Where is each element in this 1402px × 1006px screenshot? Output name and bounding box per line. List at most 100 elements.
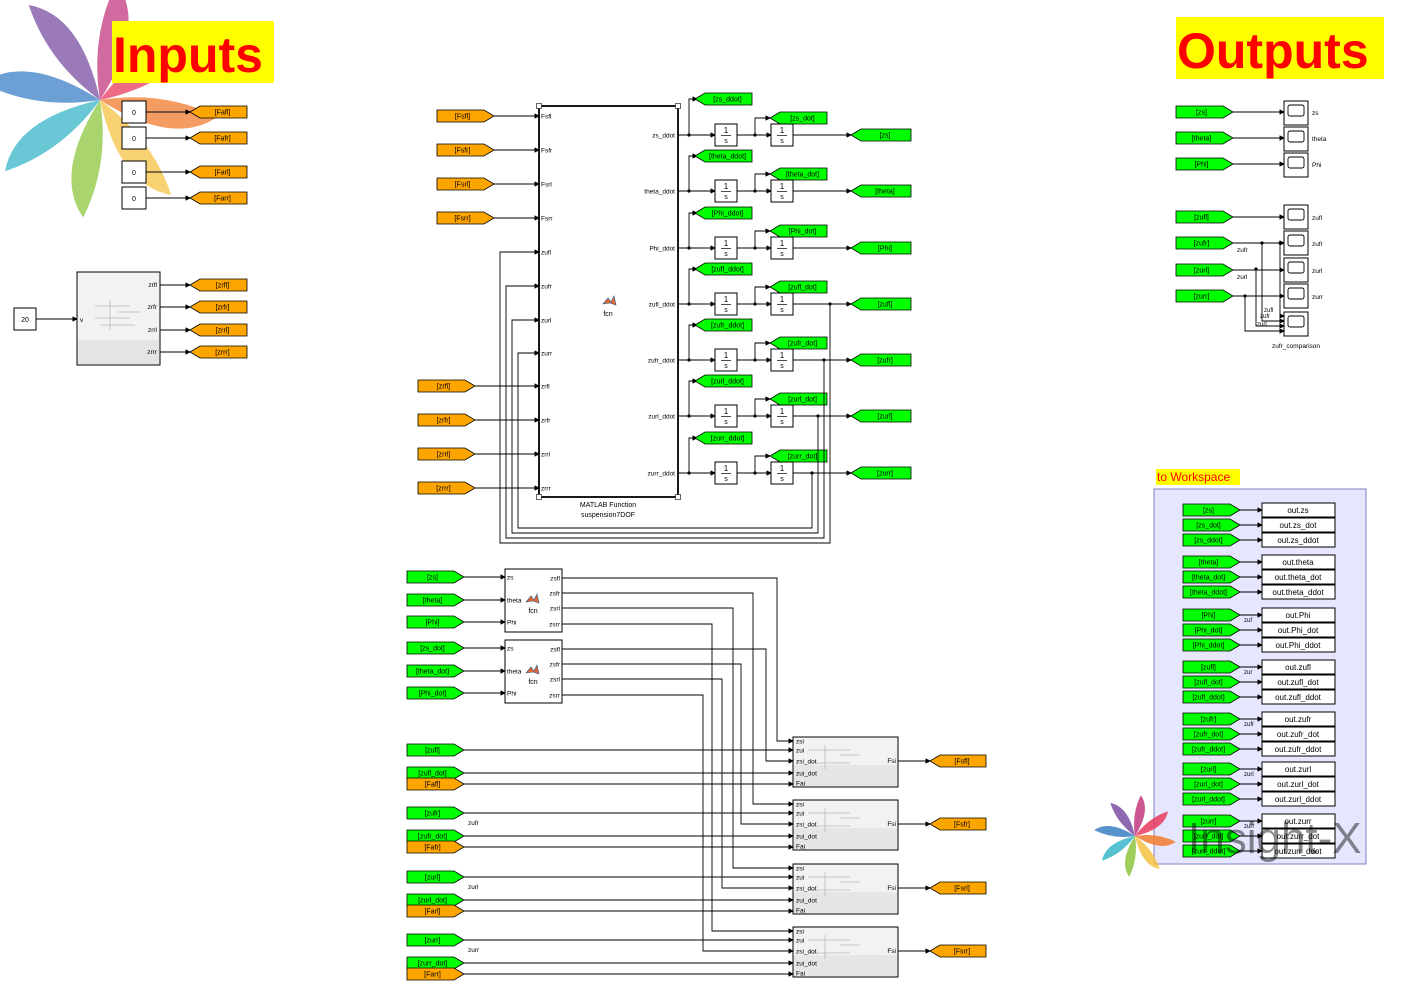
to-workspace-block[interactable] bbox=[1261, 791, 1336, 807]
from-tag-zu-3[interactable]: [zurr] bbox=[406, 933, 465, 947]
from-tag-zr-0[interactable]: [zrfl] bbox=[417, 379, 476, 393]
corner-velocity-fcn-from-1[interactable]: [theta_dot] bbox=[406, 664, 465, 678]
ws-from-5-1[interactable]: [zurl_dot] bbox=[1182, 777, 1241, 791]
scope-from-1[interactable]: [theta] bbox=[1175, 131, 1234, 145]
from-tag-zudot-0[interactable]: [zufl_dot] bbox=[406, 766, 465, 780]
from-tag-zr-1[interactable]: [zrfr] bbox=[417, 413, 476, 427]
to-workspace-block[interactable] bbox=[1261, 813, 1336, 829]
ws-from-3-0[interactable]: [zufl] bbox=[1182, 660, 1241, 674]
to-workspace-block[interactable] bbox=[1261, 726, 1336, 742]
scope-theta[interactable] bbox=[1283, 126, 1309, 152]
scope-from-0[interactable]: [zs] bbox=[1175, 105, 1234, 119]
goto-tag-pos-6[interactable]: [zurr] bbox=[850, 466, 912, 480]
goto-tag-ddot-1[interactable]: [theta_ddot] bbox=[694, 149, 753, 163]
goto-tag-dot-4[interactable]: [zufr_dot] bbox=[769, 336, 828, 350]
ws-from-2-2[interactable]: [Phi_ddot] bbox=[1182, 638, 1241, 652]
integrator-2-0[interactable]: 1s bbox=[770, 123, 794, 147]
goto-tag-ddot-3[interactable]: [zufl_ddot] bbox=[694, 262, 753, 276]
from-tag-fa-1[interactable]: [Fafr] bbox=[406, 840, 465, 854]
goto-tag-dot-3[interactable]: [zufl_dot] bbox=[769, 280, 828, 294]
to-workspace-block[interactable] bbox=[1261, 502, 1336, 518]
scope-zurl[interactable] bbox=[1283, 257, 1309, 283]
from-tag-zudot-1[interactable]: [zufr_dot] bbox=[406, 829, 465, 843]
goto-tag-fa-3[interactable]: [Farr] bbox=[189, 191, 248, 205]
to-workspace-block[interactable] bbox=[1261, 607, 1336, 623]
goto-tag-fa-0[interactable]: [Fafl] bbox=[189, 105, 248, 119]
scope-zufr-comparison[interactable] bbox=[1283, 311, 1309, 337]
goto-tag-pos-1[interactable]: [theta] bbox=[850, 184, 912, 198]
ws-from-1-2[interactable]: [theta_ddot] bbox=[1182, 585, 1241, 599]
from-tag-zudot-3[interactable]: [zurr_dot] bbox=[406, 956, 465, 970]
scope-zurr[interactable] bbox=[1283, 283, 1309, 309]
to-workspace-block[interactable] bbox=[1261, 843, 1336, 859]
from-tag-zu-2[interactable]: [zurl] bbox=[406, 870, 465, 884]
to-workspace-block[interactable] bbox=[1261, 741, 1336, 757]
goto-tag-dot-2[interactable]: [Phi_dot] bbox=[769, 224, 828, 238]
ws-from-3-2[interactable]: [zufl_ddot] bbox=[1182, 690, 1241, 704]
from-tag-fs-0[interactable]: [Fsfl] bbox=[436, 109, 495, 123]
ws-from-4-0[interactable]: [zufr] bbox=[1182, 712, 1241, 726]
goto-tag-zr-3[interactable]: [zrrr] bbox=[189, 345, 248, 359]
goto-tag-dot-1[interactable]: [theta_dot] bbox=[769, 167, 828, 181]
scope-zufr[interactable] bbox=[1283, 230, 1309, 256]
to-workspace-block[interactable] bbox=[1261, 554, 1336, 570]
ws-from-4-2[interactable]: [zufr_ddot] bbox=[1182, 742, 1241, 756]
from-tag-fs-2[interactable]: [Fsrl] bbox=[436, 177, 495, 191]
goto-tag-fa-2[interactable]: [Farl] bbox=[189, 165, 248, 179]
from-tag-zr-2[interactable]: [zrrl] bbox=[417, 447, 476, 461]
integrator-1-5[interactable]: 1s bbox=[714, 404, 738, 428]
to-workspace-block[interactable] bbox=[1261, 569, 1336, 585]
to-workspace-block[interactable] bbox=[1261, 828, 1336, 844]
goto-tag-fs-out-1[interactable]: [Fsfr] bbox=[929, 817, 987, 831]
resize-handle[interactable] bbox=[675, 494, 681, 500]
ws-from-1-0[interactable]: [theta] bbox=[1182, 555, 1241, 569]
ws-from-2-1[interactable]: [Phi_dot] bbox=[1182, 623, 1241, 637]
integrator-2-1[interactable]: 1s bbox=[770, 179, 794, 203]
to-workspace-block[interactable] bbox=[1261, 674, 1336, 690]
from-tag-zudot-2[interactable]: [zurl_dot] bbox=[406, 893, 465, 907]
integrator-1-2[interactable]: 1s bbox=[714, 236, 738, 260]
goto-tag-fs-out-2[interactable]: [Fsrl] bbox=[929, 881, 987, 895]
from-tag-fs-3[interactable]: [Fsrr] bbox=[436, 211, 495, 225]
goto-tag-pos-4[interactable]: [zufr] bbox=[850, 353, 912, 367]
goto-tag-pos-2[interactable]: [Phi] bbox=[850, 241, 912, 255]
to-workspace-block[interactable] bbox=[1261, 637, 1336, 653]
from-tag-zu-0[interactable]: [zufl] bbox=[406, 743, 465, 757]
integrator-1-1[interactable]: 1s bbox=[714, 179, 738, 203]
integrator-2-3[interactable]: 1s bbox=[770, 292, 794, 316]
ws-from-6-1[interactable]: [zurr_dot] bbox=[1182, 829, 1241, 843]
goto-tag-ddot-2[interactable]: [Phi_ddot] bbox=[694, 206, 753, 220]
integrator-2-5[interactable]: 1s bbox=[770, 404, 794, 428]
to-workspace-block[interactable] bbox=[1261, 761, 1336, 777]
to-workspace-block[interactable] bbox=[1261, 711, 1336, 727]
scope-Phi[interactable] bbox=[1283, 152, 1309, 178]
ws-from-5-0[interactable]: [zurl] bbox=[1182, 762, 1241, 776]
goto-tag-pos-0[interactable]: [zs] bbox=[850, 128, 912, 142]
integrator-2-4[interactable]: 1s bbox=[770, 348, 794, 372]
scope-from-2[interactable]: [Phi] bbox=[1175, 157, 1234, 171]
to-workspace-block[interactable] bbox=[1261, 622, 1336, 638]
resize-handle[interactable] bbox=[536, 494, 542, 500]
integrator-1-3[interactable]: 1s bbox=[714, 292, 738, 316]
corner-position-fcn-from-0[interactable]: [zs] bbox=[406, 570, 465, 584]
scope-zs[interactable] bbox=[1283, 100, 1309, 126]
from-tag-zu-1[interactable]: [zufr] bbox=[406, 806, 465, 820]
goto-tag-ddot-6[interactable]: [zurr_ddot] bbox=[694, 431, 753, 445]
goto-tag-ddot-0[interactable]: [zs_ddot] bbox=[694, 92, 753, 106]
integrator-1-0[interactable]: 1s bbox=[714, 123, 738, 147]
ws-from-4-1[interactable]: [zufr_dot] bbox=[1182, 727, 1241, 741]
goto-tag-ddot-4[interactable]: [zufr_ddot] bbox=[694, 318, 753, 332]
from-tag-fa-3[interactable]: [Farr] bbox=[406, 967, 465, 981]
goto-tag-dot-0[interactable]: [zs_dot] bbox=[769, 111, 828, 125]
to-workspace-block[interactable] bbox=[1261, 532, 1336, 548]
goto-tag-zr-2[interactable]: [zrrl] bbox=[189, 323, 248, 337]
ws-from-0-2[interactable]: [zs_ddot] bbox=[1182, 533, 1241, 547]
integrator-2-6[interactable]: 1s bbox=[770, 461, 794, 485]
ws-from-6-2[interactable]: [zurr_ddot] bbox=[1182, 844, 1241, 858]
to-workspace-block[interactable] bbox=[1261, 584, 1336, 600]
